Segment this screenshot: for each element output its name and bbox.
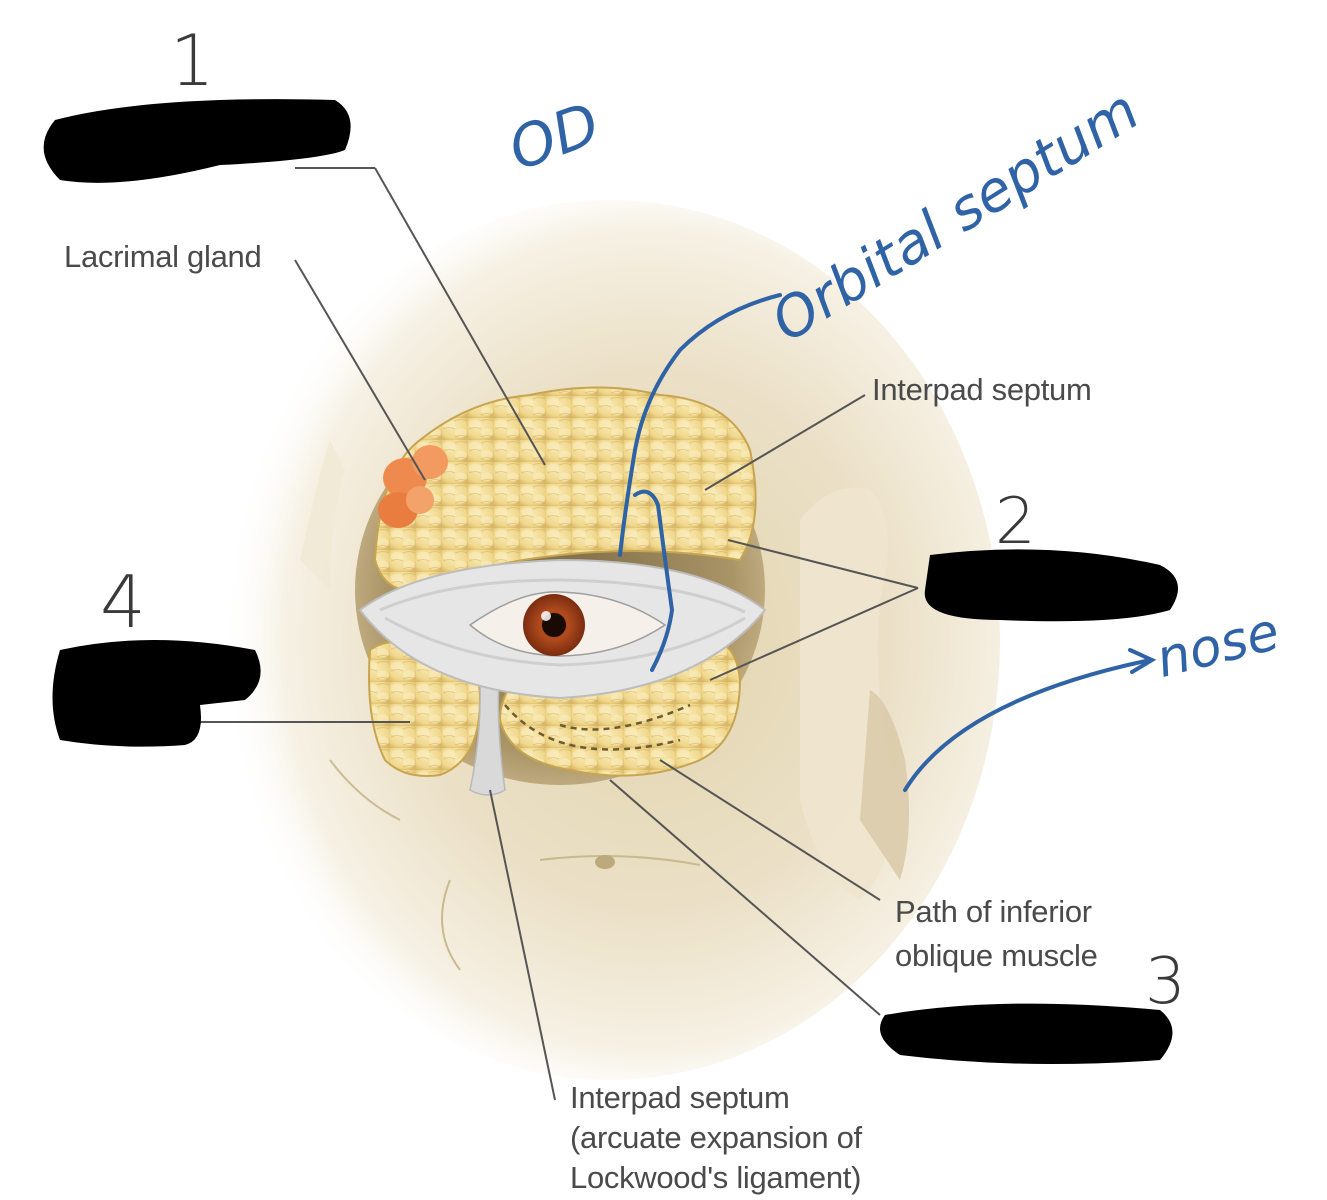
leader-lines [200,167,919,1101]
label-path-inferior-oblique-line1: Path of inferior [895,894,1092,929]
redaction-3 [880,1003,1173,1064]
lacrimal-gland [378,445,448,528]
nose-arrow-line [903,658,1152,792]
number-4: 4 [100,560,146,644]
number-3: 3 [1145,945,1186,1019]
label-interpad-septum-bottom-line2: (arcuate expansion of [570,1120,862,1155]
redaction-4 [52,640,261,747]
orbital-septum-arrow-line [618,293,782,557]
number-2: 2 [995,485,1036,559]
handwritten-annotation-strokes [618,293,1157,792]
label-path-inferior-oblique-line2: oblique muscle [895,938,1098,973]
inferior-oblique-path [559,703,691,731]
redaction-2 [924,549,1178,622]
redactions [43,99,1178,1064]
number-1: 1 [170,20,215,102]
label-interpad-septum-bottom-line1: Interpad septum [570,1080,790,1115]
redaction-1 [43,99,351,183]
label-interpad-septum-bottom-line3: Lockwood's ligament) [570,1160,862,1195]
label-lacrimal-gland: Lacrimal gland [64,239,262,274]
label-interpad-septum-top: Interpad septum [872,372,1092,407]
